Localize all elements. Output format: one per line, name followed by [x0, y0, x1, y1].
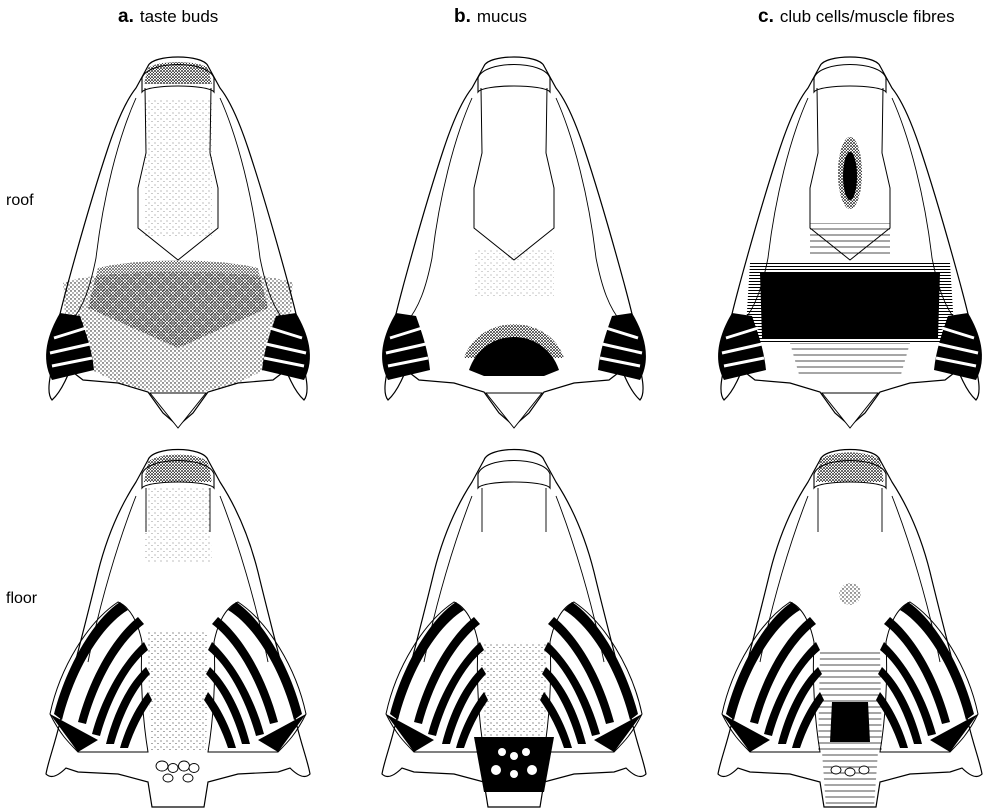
diagram-b-floor: [382, 450, 646, 808]
diagram-c-floor: [718, 450, 982, 808]
diagram-c-roof: [718, 57, 982, 428]
diagram-b-roof: [382, 57, 646, 428]
diagram-a-floor: [46, 450, 310, 808]
diagram-a-roof: [46, 57, 310, 428]
